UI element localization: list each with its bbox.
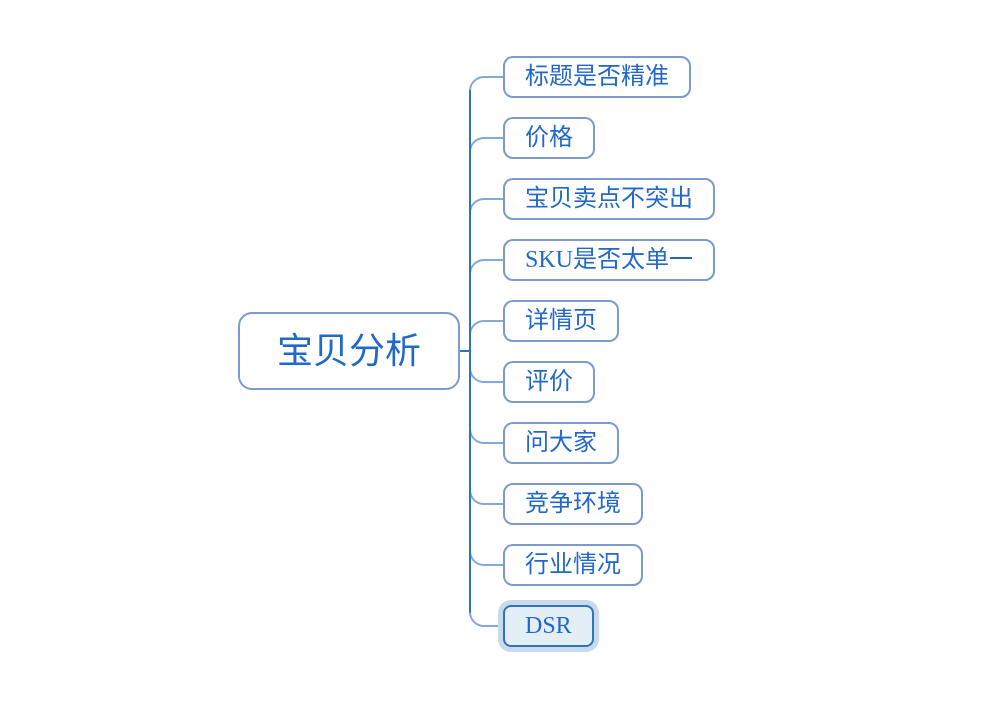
branch-line — [469, 76, 504, 352]
mindmap-topic[interactable]: 评价 — [503, 361, 595, 403]
root-topic[interactable]: 宝贝分析 — [238, 312, 460, 390]
branch-line — [469, 137, 504, 352]
branch-line — [469, 259, 504, 352]
branch-line — [469, 350, 504, 505]
mindmap-topic-selected[interactable]: DSR — [503, 605, 594, 647]
mindmap-topic[interactable]: 竞争环境 — [503, 483, 643, 525]
branch-line — [469, 350, 504, 383]
mindmap-topic[interactable]: 问大家 — [503, 422, 619, 464]
mindmap-topic[interactable]: SKU是否太单一 — [503, 239, 716, 281]
mindmap-topic[interactable]: 行业情况 — [503, 544, 643, 586]
branch-line — [469, 320, 504, 352]
mindmap-topic[interactable]: 宝贝卖点不突出 — [503, 178, 715, 220]
branch-line — [469, 350, 504, 566]
branch-line — [469, 350, 504, 627]
mindmap-topic[interactable]: 价格 — [503, 117, 595, 159]
branch-line — [469, 350, 504, 444]
mindmap-topic[interactable]: 标题是否精准 — [503, 56, 691, 98]
branch-line — [469, 198, 504, 352]
mindmap-topic[interactable]: 详情页 — [503, 300, 619, 342]
